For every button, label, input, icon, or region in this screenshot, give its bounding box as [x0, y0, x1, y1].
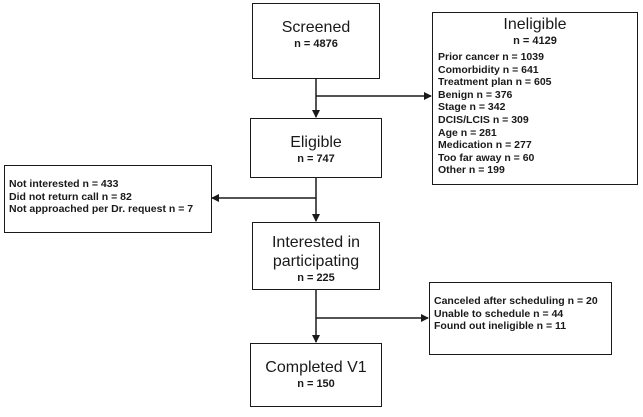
ineligible-box: Ineligible n = 4129 Prior cancer n = 103…: [432, 12, 638, 185]
list-item: Found out ineligible n = 11: [434, 320, 567, 333]
list-item: Unable to schedule n = 44: [434, 307, 564, 320]
dropped-reasons: Canceled after scheduling n = 20 Unable …: [434, 295, 611, 333]
list-item: Other n = 199: [438, 164, 505, 177]
ineligible-title: Ineligible: [503, 16, 567, 33]
dropped-box: Canceled after scheduling n = 20 Unable …: [429, 282, 612, 355]
list-item: Comorbidity n = 641: [438, 63, 539, 76]
completed-title: Completed V1: [265, 359, 367, 376]
eligible-count: n = 747: [297, 153, 335, 165]
ineligible-count: n = 4129: [513, 35, 557, 47]
list-item: Did not return call n = 82: [9, 190, 132, 203]
screened-title: Screened: [281, 19, 351, 36]
list-item: Medication n = 277: [438, 139, 532, 152]
not-participating-reasons: Not interested n = 433 Did not return ca…: [9, 178, 211, 216]
interested-box: Interested in participating n = 225: [252, 222, 380, 290]
list-item: Stage n = 342: [438, 101, 506, 114]
completed-count: n = 150: [297, 378, 335, 390]
interested-title-line1: Interested in: [271, 234, 361, 251]
list-item: Canceled after scheduling n = 20: [434, 295, 598, 307]
list-item: Too far away n = 60: [438, 151, 535, 164]
list-item: Not approached per Dr. request n = 7: [9, 203, 194, 216]
not-participating-box: Not interested n = 433 Did not return ca…: [4, 165, 212, 233]
completed-box: Completed V1 n = 150: [250, 343, 382, 407]
list-item: Not interested n = 433: [9, 178, 119, 190]
screened-box: Screened n = 4876: [252, 3, 380, 79]
screened-count: n = 4876: [294, 38, 338, 50]
ineligible-reasons: Prior cancer n = 1039 Comorbidity n = 64…: [438, 51, 637, 177]
list-item: Treatment plan n = 605: [438, 76, 552, 89]
list-item: Prior cancer n = 1039: [438, 51, 544, 63]
eligible-title: Eligible: [290, 134, 342, 151]
list-item: DCIS/LCIS n = 309: [438, 113, 529, 126]
interested-count: n = 225: [297, 272, 335, 284]
interested-title-line2: participating: [272, 253, 360, 270]
eligible-box: Eligible n = 747: [250, 118, 382, 178]
list-item: Age n = 281: [438, 126, 497, 139]
list-item: Benign n = 376: [438, 88, 513, 101]
